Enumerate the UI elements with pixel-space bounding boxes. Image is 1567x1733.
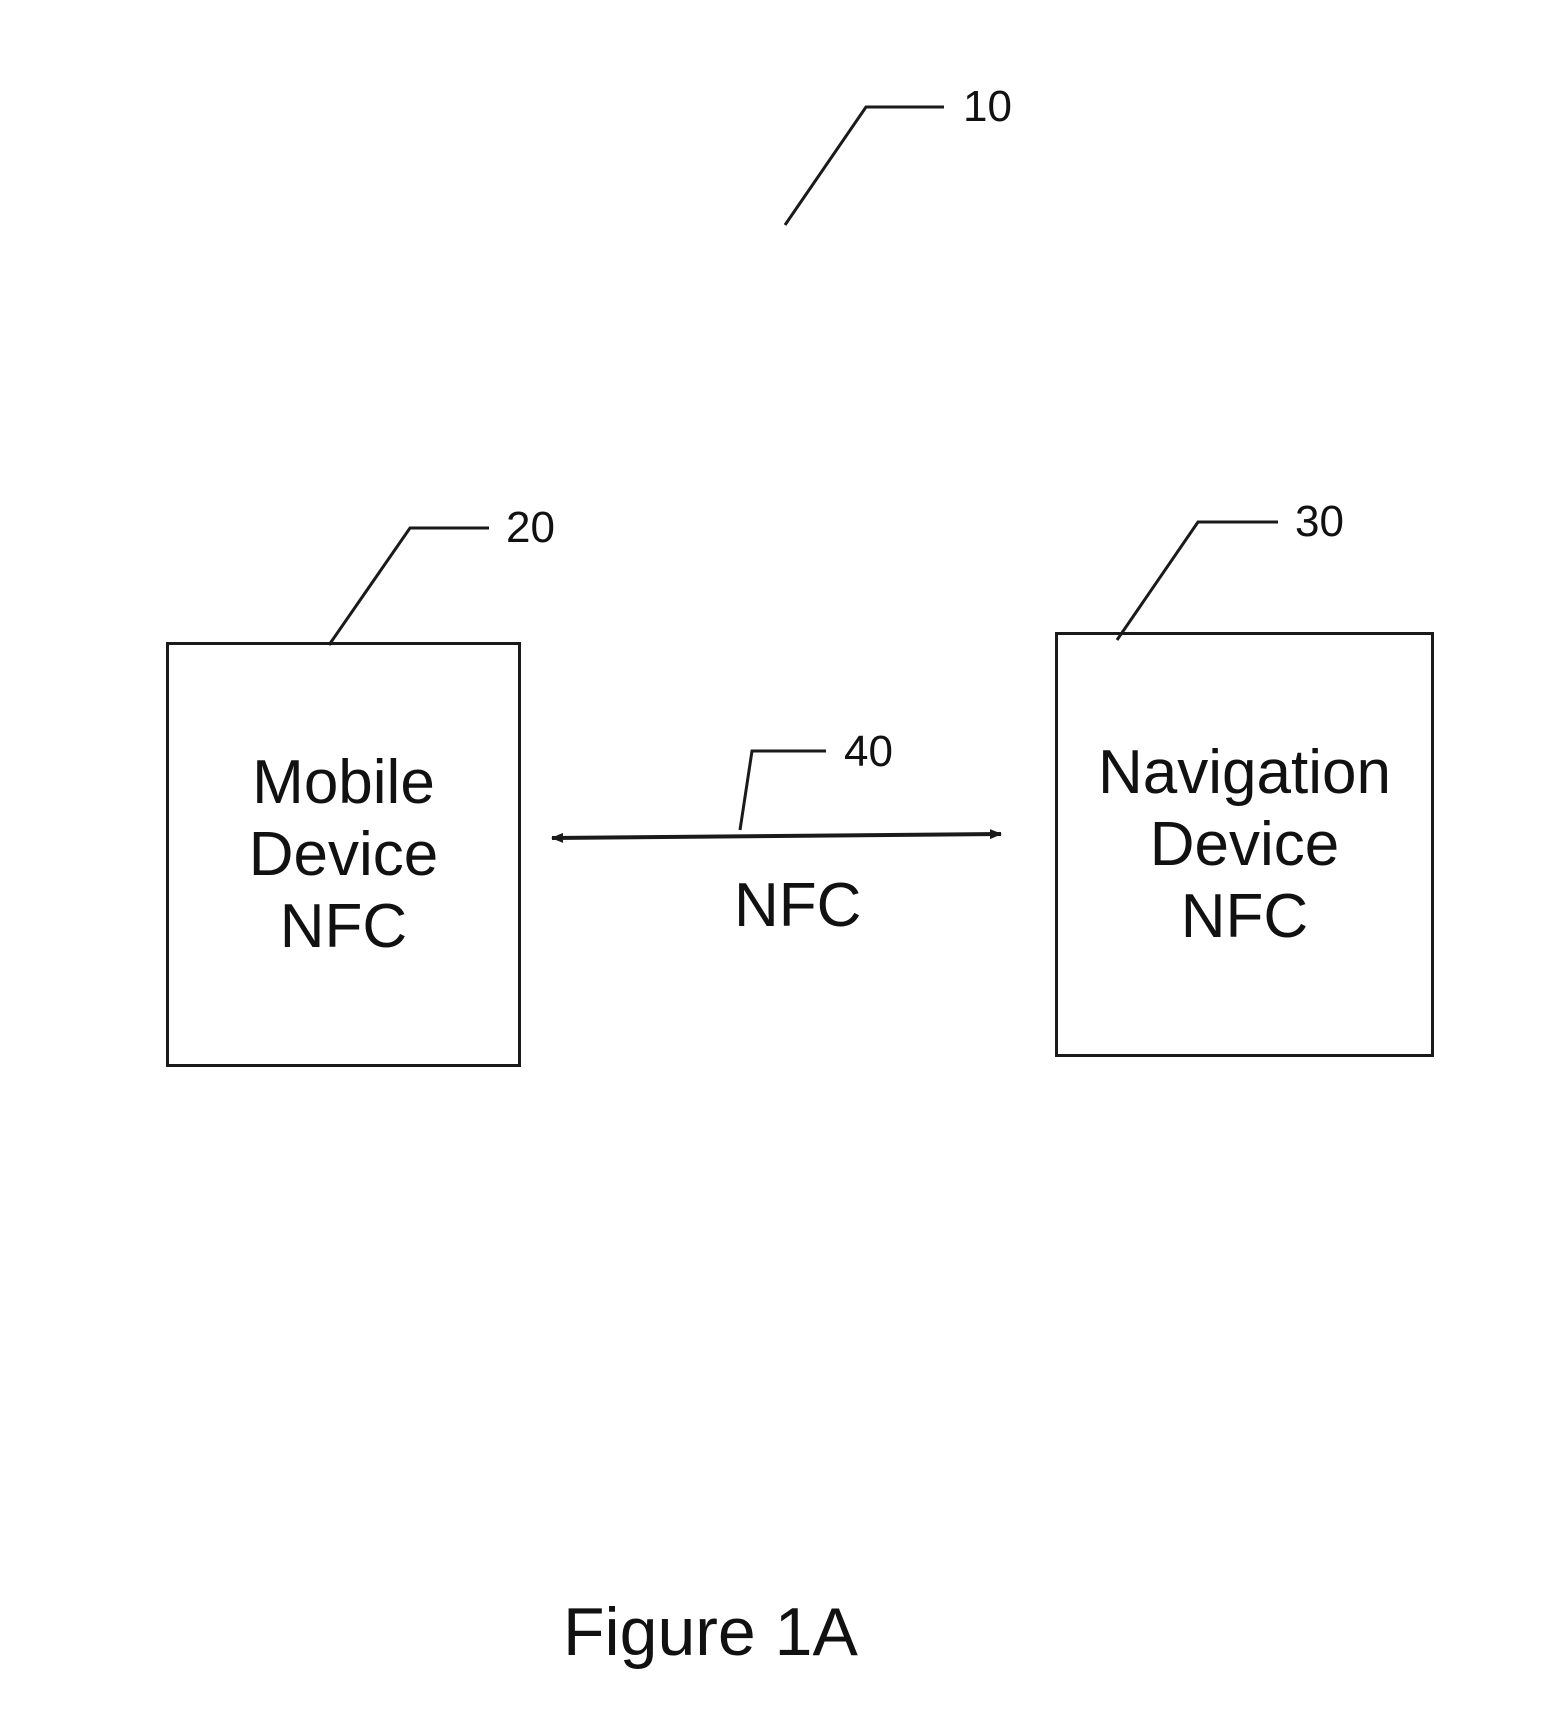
mobile-device-label-line: Mobile	[249, 747, 439, 819]
mobile-device-label-line: NFC	[249, 891, 439, 963]
nfc-bidirectional-arrow	[552, 834, 1001, 838]
nfc-link-label: NFC	[734, 875, 861, 937]
navigation-device-label-line: Device	[1098, 809, 1391, 881]
mobile-device-box: Mobile Device NFC	[166, 642, 521, 1067]
navigation-device-label: Navigation Device NFC	[1098, 737, 1391, 953]
navigation-device-label-line: NFC	[1098, 881, 1391, 953]
nfc-link-ref-leader-line	[740, 751, 826, 830]
system-ref-number: 10	[963, 85, 1012, 129]
mobile-device-label-line: Device	[249, 819, 439, 891]
figure-caption: Figure 1A	[563, 1598, 858, 1666]
nfc-link-ref-number: 40	[844, 730, 893, 774]
mobile-device-label: Mobile Device NFC	[249, 747, 439, 963]
mobile-device-ref-leader-line	[329, 528, 489, 645]
navigation-device-label-line: Navigation	[1098, 737, 1391, 809]
mobile-device-ref-number: 20	[506, 506, 555, 550]
navigation-device-ref-number: 30	[1295, 500, 1344, 544]
navigation-device-box: Navigation Device NFC	[1055, 632, 1434, 1057]
navigation-device-ref-leader-line	[1117, 522, 1278, 640]
system-ref-leader-line	[785, 107, 944, 225]
